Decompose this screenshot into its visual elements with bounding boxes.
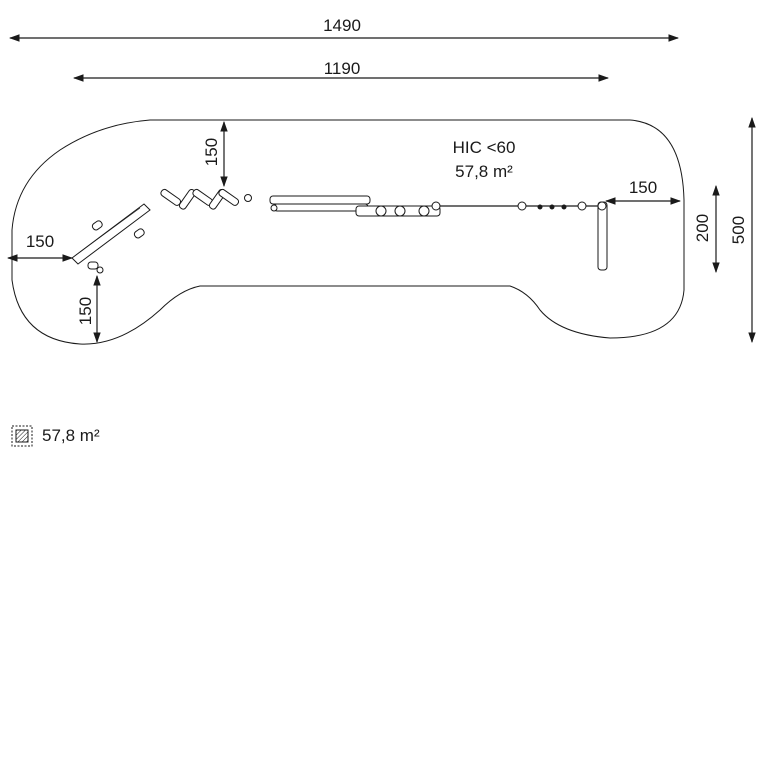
- dimension-200: 200: [693, 184, 720, 274]
- dimension-right-150: 150: [604, 178, 682, 205]
- dimension-top-150-label: 150: [202, 138, 221, 166]
- dimension-1490-label: 1490: [323, 16, 361, 35]
- dimension-1190: 1190: [72, 59, 610, 82]
- rope-traverse: [440, 201, 600, 211]
- dimension-200-label: 200: [693, 214, 712, 242]
- angled-balance-beam: [71, 203, 151, 274]
- dimension-1490: 1490: [8, 16, 680, 42]
- dimension-right-150-label: 150: [629, 178, 657, 197]
- hatched-area-icon: [11, 425, 33, 447]
- safety-zone-outline: [11, 119, 685, 345]
- hic-label: HIC <60: [453, 138, 516, 157]
- stepping-discs: [355, 201, 441, 217]
- dimension-top-150: 150: [202, 120, 228, 188]
- dimension-left-150-label: 150: [26, 232, 54, 251]
- dimension-bottom-left-150: 150: [76, 274, 101, 344]
- vertical-post: [597, 201, 608, 271]
- legend-area-label: 57,8 m²: [42, 426, 100, 445]
- dimension-500-label: 500: [729, 216, 748, 244]
- safety-area-label: 57,8 m²: [455, 162, 513, 181]
- dimension-left-150: 150: [6, 232, 74, 262]
- dimension-500: 500: [729, 116, 756, 344]
- dimension-bottom-left-150-label: 150: [76, 297, 95, 325]
- dimension-1190-label: 1190: [324, 59, 361, 78]
- log-beam: [269, 195, 371, 212]
- zigzag-logs: [160, 188, 252, 210]
- legend: 57,8 m²: [10, 424, 100, 448]
